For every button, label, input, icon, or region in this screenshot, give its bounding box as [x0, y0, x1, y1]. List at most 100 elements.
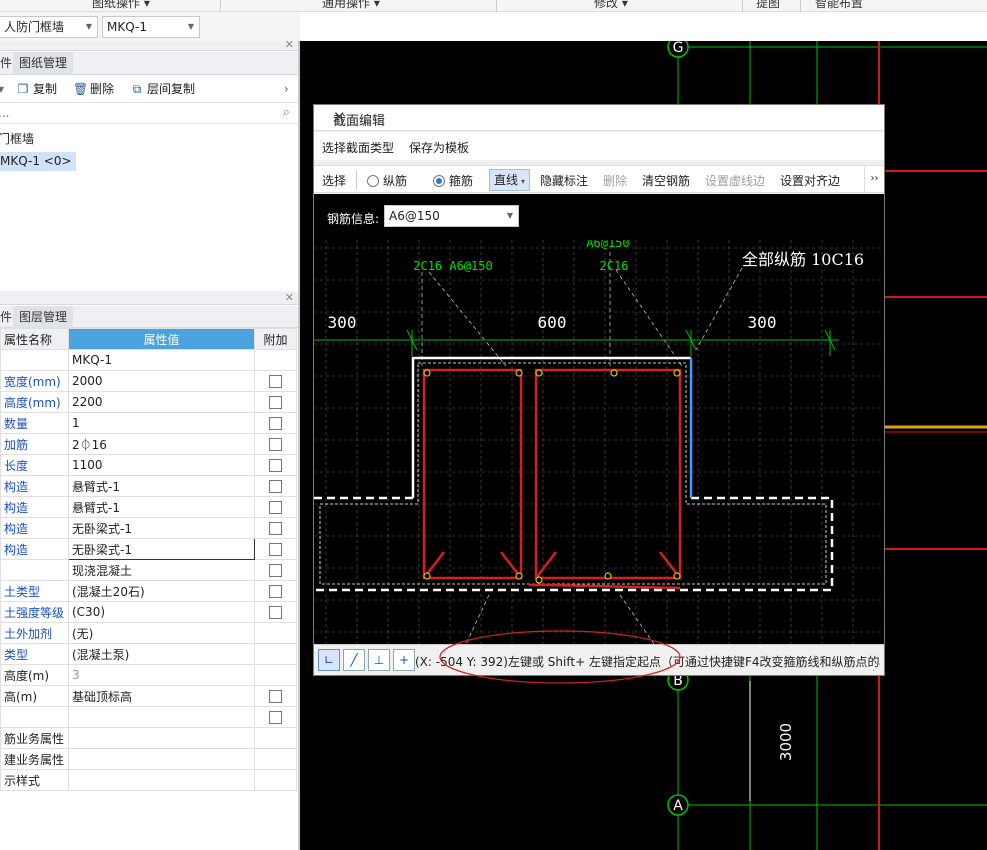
- extra-checkbox[interactable]: [269, 606, 282, 619]
- close-icon[interactable]: ✕: [284, 38, 294, 51]
- extra-checkbox[interactable]: [269, 501, 282, 514]
- extra-checkbox[interactable]: [269, 396, 282, 409]
- component-search[interactable]: ... ⌕: [0, 104, 298, 124]
- extra-checkbox[interactable]: [269, 564, 282, 577]
- property-value[interactable]: 悬臂式-1: [68, 496, 255, 518]
- tree-item-mkq-1[interactable]: MKQ-1 <0>: [0, 152, 76, 171]
- search-icon[interactable]: ⌕: [282, 105, 290, 120]
- tab-drawing-management[interactable]: 图纸管理: [13, 52, 74, 74]
- property-value[interactable]: 无卧梁式-1: [68, 538, 255, 560]
- more-icon[interactable]: ››: [864, 166, 884, 192]
- add-point-icon[interactable]: +: [393, 649, 415, 671]
- dialog-titlebar[interactable]: 截面编辑 ✕: [314, 105, 884, 131]
- property-value[interactable]: [68, 727, 255, 749]
- search-input[interactable]: ...: [0, 106, 10, 120]
- property-value[interactable]: (混凝土20石): [68, 580, 255, 602]
- property-value[interactable]: [68, 748, 255, 770]
- property-value[interactable]: 1100: [68, 454, 255, 476]
- tab-layer-management[interactable]: 图层管理: [13, 306, 74, 328]
- property-row[interactable]: 高度(m)3: [0, 664, 297, 686]
- panel-splitter[interactable]: [298, 41, 300, 850]
- extra-checkbox[interactable]: [269, 543, 282, 556]
- clear-rebar-button[interactable]: 清空钢筋: [642, 174, 691, 188]
- more-icon[interactable]: ›: [284, 82, 289, 96]
- extra-checkbox[interactable]: [269, 375, 282, 388]
- property-row[interactable]: 土外加剂(无): [0, 622, 297, 644]
- copy-button[interactable]: ❐复制: [16, 77, 57, 101]
- extra-checkbox[interactable]: [269, 417, 282, 430]
- property-value[interactable]: 1: [68, 412, 255, 434]
- delete-button[interactable]: 🗑删除: [73, 77, 114, 101]
- extra-checkbox[interactable]: [269, 690, 282, 703]
- close-icon[interactable]: ✕: [333, 108, 346, 126]
- perpendicular-icon[interactable]: ⊥: [368, 649, 390, 671]
- section-drawing-area[interactable]: 300 600 300 2C16 A6@150 A6@150 2C16 全部纵筋…: [314, 236, 884, 645]
- extra-checkbox[interactable]: [269, 711, 282, 724]
- delete-tool-button[interactable]: 删除: [603, 174, 628, 188]
- property-value[interactable]: (C30): [68, 601, 255, 623]
- property-row[interactable]: 建业务属性: [0, 748, 297, 770]
- extra-checkbox[interactable]: [269, 522, 282, 535]
- property-row[interactable]: MKQ-1: [0, 349, 297, 371]
- menu-modify[interactable]: 修改 ▾: [594, 0, 628, 10]
- tab-component-list[interactable]: 件: [0, 56, 13, 70]
- property-row[interactable]: 构造悬臂式-1: [0, 496, 297, 518]
- property-row[interactable]: 高度(mm)2200: [0, 391, 297, 413]
- hide-label-button[interactable]: 隐藏标注: [540, 174, 589, 188]
- rebar-info-select[interactable]: A6@150 ▼: [384, 205, 519, 227]
- property-value[interactable]: (混凝土泵): [68, 643, 255, 665]
- floor-copy-button[interactable]: ⧉层间复制: [130, 77, 195, 101]
- property-value[interactable]: MKQ-1: [68, 349, 255, 371]
- longitudinal-rebar-radio[interactable]: 纵筋: [367, 172, 407, 189]
- property-row[interactable]: 宽度(mm)2000: [0, 370, 297, 392]
- toolbar-dropdown-icon[interactable]: ▾: [0, 82, 5, 96]
- extra-checkbox[interactable]: [269, 480, 282, 493]
- orthogonal-mode-icon[interactable]: ∟: [318, 649, 340, 671]
- select-tool-button[interactable]: 选择: [322, 174, 347, 188]
- property-value[interactable]: 2200: [68, 391, 255, 413]
- property-value[interactable]: 3: [68, 664, 255, 686]
- select-section-type-menu[interactable]: 选择截面类型: [322, 141, 395, 155]
- extra-checkbox[interactable]: [269, 438, 282, 451]
- property-value[interactable]: 2⏀16: [68, 433, 255, 455]
- extra-checkbox[interactable]: [269, 459, 282, 472]
- property-value[interactable]: [68, 769, 255, 791]
- close-icon[interactable]: ✕: [284, 291, 294, 304]
- menu-pick-drawing[interactable]: 提图: [756, 0, 781, 10]
- property-row[interactable]: 土类型(混凝土20石): [0, 580, 297, 602]
- property-row[interactable]: 类型(混凝土泵): [0, 643, 297, 665]
- property-row[interactable]: 筋业务属性: [0, 727, 297, 749]
- menu-drawing-ops[interactable]: 图纸操作 ▾: [92, 0, 150, 10]
- property-row[interactable]: 高(m)基础顶标高: [0, 685, 297, 707]
- tab-properties[interactable]: 件: [0, 310, 13, 324]
- tree-category[interactable]: 门框墙: [0, 132, 35, 146]
- resize-grip-icon[interactable]: ⋰: [872, 663, 881, 673]
- set-dashed-edge-button[interactable]: 设置虚线边: [705, 174, 766, 188]
- set-align-edge-button[interactable]: 设置对齐边: [780, 174, 841, 188]
- property-row[interactable]: [0, 706, 297, 728]
- property-row[interactable]: 构造无卧梁式-1: [0, 538, 297, 560]
- component-name-select[interactable]: MKQ-1 ▼: [102, 16, 200, 38]
- property-value[interactable]: 基础顶标高: [68, 685, 255, 707]
- property-row[interactable]: 现浇混凝土: [0, 559, 297, 581]
- property-row[interactable]: 土强度等级(C30): [0, 601, 297, 623]
- menu-smart-layout[interactable]: 智能布置: [815, 0, 864, 10]
- property-value[interactable]: 2000: [68, 370, 255, 392]
- save-as-template-menu[interactable]: 保存为模板: [409, 141, 470, 155]
- property-value[interactable]: (无): [68, 622, 255, 644]
- property-row[interactable]: 构造无卧梁式-1: [0, 517, 297, 539]
- stirrup-radio[interactable]: 箍筋: [433, 172, 473, 189]
- component-type-select[interactable]: 人防门框墙 ▼: [0, 16, 98, 38]
- property-value[interactable]: [68, 706, 255, 728]
- line-mode-dropdown[interactable]: 直线▾: [489, 169, 531, 191]
- property-value[interactable]: 悬臂式-1: [68, 475, 255, 497]
- extra-checkbox[interactable]: [269, 585, 282, 598]
- free-line-icon[interactable]: ╱: [343, 649, 365, 671]
- property-value[interactable]: 无卧梁式-1: [68, 517, 255, 539]
- property-row[interactable]: 构造悬臂式-1: [0, 475, 297, 497]
- property-value[interactable]: 现浇混凝土: [68, 559, 255, 581]
- menu-general-ops[interactable]: 通用操作 ▾: [322, 0, 380, 10]
